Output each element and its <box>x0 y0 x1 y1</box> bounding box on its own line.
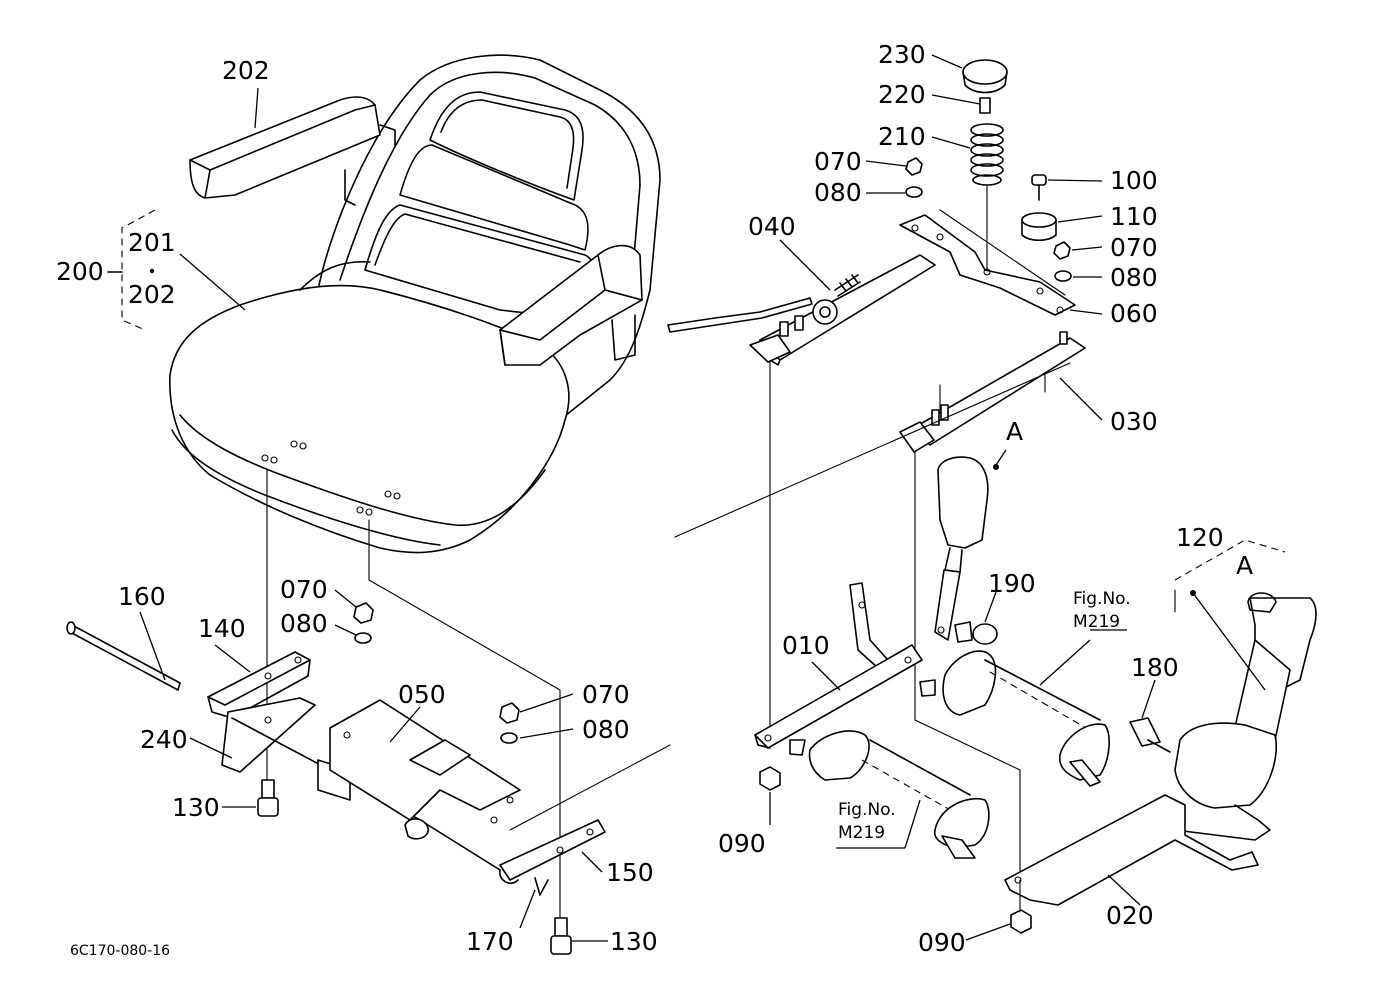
callout-080: 080 <box>1110 263 1158 292</box>
callout-240: 240 <box>140 725 188 754</box>
callout-010: 010 <box>782 631 830 660</box>
fig-ref-title: Fig.No. <box>1073 589 1131 609</box>
nut-070 <box>1053 241 1071 260</box>
fig-ref-code: M219 <box>1073 612 1120 632</box>
bolt-130 <box>550 935 572 955</box>
callout-150: 150 <box>606 858 654 887</box>
washer-080 <box>354 632 372 644</box>
nut-090 <box>1010 909 1032 934</box>
callout-230: 230 <box>878 40 926 69</box>
callout-160: 160 <box>118 582 166 611</box>
callout-130: 130 <box>172 793 220 822</box>
frame-010 <box>754 644 923 749</box>
bracket-150 <box>499 819 606 881</box>
callout-040: 040 <box>748 212 796 241</box>
callout-200: 200 <box>56 257 104 286</box>
callout-080: 080 <box>280 609 328 638</box>
seat-assembly <box>169 54 661 554</box>
washer-080 <box>1054 270 1072 282</box>
left-rail-assembly <box>66 469 671 955</box>
callout-202-group: 202 <box>128 280 176 309</box>
callout-070: 070 <box>280 575 328 604</box>
retractor-120 <box>1174 722 1278 809</box>
nut-070 <box>905 157 923 176</box>
bolt-220 <box>979 97 991 114</box>
lower-frames <box>754 582 1259 934</box>
callout-090: 090 <box>718 829 766 858</box>
fig-ref-code: M219 <box>838 823 885 843</box>
callout-130: 130 <box>610 927 658 956</box>
cap-230 <box>962 59 1008 85</box>
callout-050: 050 <box>398 680 446 709</box>
callout-190: 190 <box>988 569 1036 598</box>
spring-210 <box>970 123 1004 186</box>
bolt-130 <box>257 797 279 817</box>
callout-140: 140 <box>198 614 246 643</box>
callout-210: 210 <box>878 122 926 151</box>
seat-mount-holes <box>261 440 401 516</box>
callout-070: 070 <box>1110 233 1158 262</box>
bolt-190 <box>972 623 998 645</box>
callout-080: 080 <box>582 715 630 744</box>
washer-080 <box>905 186 923 198</box>
callout-020: 020 <box>1106 901 1154 930</box>
bolt-100 <box>1031 174 1047 186</box>
slide-rails <box>667 254 1086 881</box>
callout-030: 030 <box>1110 407 1158 436</box>
buckle <box>937 456 989 549</box>
callout-110: 110 <box>1110 202 1158 231</box>
callout-070: 070 <box>814 147 862 176</box>
nut-070 <box>353 602 374 624</box>
nut-090 <box>759 766 781 791</box>
callout-a: A <box>1006 417 1023 446</box>
drawing-code: 6C170-080-16 <box>70 943 170 959</box>
callout-220: 220 <box>878 80 926 109</box>
figure-references: Fig.No. M219 Fig.No. M219 <box>838 589 1131 843</box>
callout-170: 170 <box>466 927 514 956</box>
lever <box>667 297 813 333</box>
callout-100: 100 <box>1110 166 1158 195</box>
callout-a: A <box>1236 551 1253 580</box>
frame-020 <box>1004 794 1259 906</box>
rail-030 <box>909 337 1086 446</box>
callout-080: 080 <box>814 178 862 207</box>
callout-180: 180 <box>1131 653 1179 682</box>
callout-090: 090 <box>918 928 966 957</box>
group-markers <box>107 209 1286 613</box>
callout-060: 060 <box>1110 299 1158 328</box>
fig-ref-title: Fig.No. <box>838 800 896 820</box>
rod-160 <box>69 624 181 691</box>
seat-belt <box>934 456 1317 841</box>
leader-lines <box>139 54 1266 942</box>
washer-080 <box>500 732 518 744</box>
bracket-060 <box>899 214 1076 316</box>
bolt-180 <box>1129 717 1161 747</box>
callout-201: 201 <box>128 228 176 257</box>
suspension-top <box>899 59 1076 316</box>
callout-202: 202 <box>222 56 270 85</box>
callout-120: 120 <box>1176 523 1224 552</box>
callout-labels: 202 200 201 202 230 220 210 070 080 100 … <box>56 40 1253 957</box>
callout-070: 070 <box>582 680 630 709</box>
nut-070 <box>499 702 520 724</box>
